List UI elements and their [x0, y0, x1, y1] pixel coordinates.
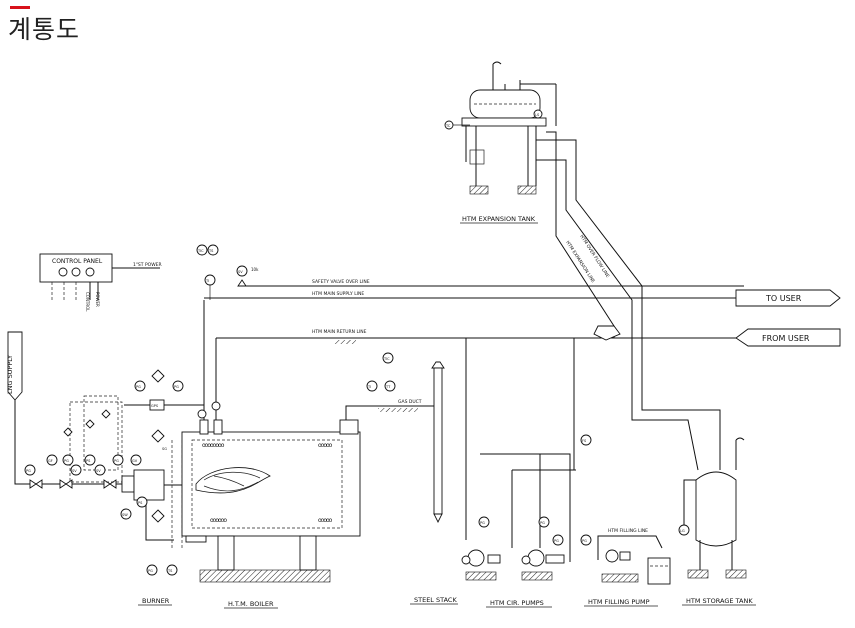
boiler-piping: GPS PG PG TIC TS TI [124, 244, 221, 420]
expansion-tank-label: HTM EXPANSION TANK [462, 215, 536, 223]
ts-label-top: TS [208, 249, 214, 253]
burner-label: BURNER [142, 597, 170, 605]
power-label: POWER [95, 292, 100, 307]
svg-text:ooooo: ooooo [318, 517, 333, 524]
circulation-pumps: PG PG PG PG FS HTM CIR. PUMPS [461, 338, 592, 608]
main-return-line-label: HTM MAIN RETURN LINE [312, 329, 367, 335]
pg-label-pump4: PG [582, 539, 587, 543]
pg-label-4: PG [148, 569, 153, 573]
boiler: oooooooo ooooo oooooo ooooo H.T.M. BOILE… [162, 419, 361, 609]
lg-label: LG [680, 529, 685, 533]
ti-label-duct: TI [367, 385, 371, 389]
sv-setting-label: 10k [251, 267, 259, 272]
tt-label: TT [385, 385, 391, 389]
tc-label: TC [445, 124, 451, 128]
ti-label-top: TI [205, 279, 209, 283]
first-power-label: 1"ST POWER [133, 262, 162, 268]
gv-label: GV [132, 459, 138, 463]
sg-label: SG [162, 447, 167, 451]
svg-text:oooooo: oooooo [210, 517, 227, 524]
storage-tank: LG HTM STORAGE TANK [678, 437, 756, 606]
main-lines: SV 10k SAFETY VALVE OVER LINE HTM MAIN S… [204, 265, 744, 470]
ps-label-2: PS [138, 501, 143, 505]
gf-label: GF [48, 459, 53, 463]
sv-label-burner: SV [72, 469, 77, 473]
svg-text:ooooo: ooooo [318, 442, 333, 449]
title-accent-bar [10, 6, 30, 9]
fs-label: FS [582, 439, 587, 443]
pg-label-1: PG [26, 469, 31, 473]
svg-text:oooooooo: oooooooo [202, 442, 225, 449]
stack-and-duct: TI TT TIC GAS DUCT STEEL STACK [345, 352, 458, 605]
gps-label: GPS [151, 404, 159, 408]
burner: PS SW PG TS BURNER [120, 429, 184, 606]
lng-supply: LNG SUPPLY PG GF PG SV PS SV PG GV [6, 331, 142, 489]
pg-label-pump2: PG [540, 521, 545, 525]
to-user-arrow [735, 289, 841, 307]
tic-label: TIC [197, 249, 204, 253]
control-panel-label: CONTROL PANEL [52, 258, 103, 265]
pg-label-pump3: PG [554, 539, 559, 543]
steel-stack-label: STEEL STACK [414, 596, 457, 604]
boiler-tube-rows: oooooooo ooooo oooooo ooooo [202, 442, 334, 524]
lng-supply-label: LNG SUPPLY [6, 355, 14, 394]
ls-gauge [533, 109, 543, 119]
pg-label-2: PG [64, 459, 69, 463]
from-user-arrow [735, 328, 841, 347]
pg-label-6: PG [174, 385, 179, 389]
control-panel: CONTROL PANEL 1"ST POWER CONTROL POWER [39, 253, 162, 312]
over-flow-line-label: HTM OVER FLOW LINE [578, 234, 610, 279]
pg-label-pump1: PG [480, 521, 485, 525]
boiler-label: H.T.M. BOILER [228, 600, 274, 608]
tic-label-duct: TIC [383, 357, 390, 361]
ls-label: LS [535, 113, 540, 117]
page-title: 계통도 [8, 15, 81, 44]
filling-pump-label: HTM FILLING PUMP [588, 598, 650, 606]
safety-valve-line-label: SAFETY VALVE OVER LINE [312, 279, 370, 285]
ts-label-burner: TS [167, 569, 173, 573]
filling-line-label: HTM FILLING LINE [608, 528, 648, 534]
pg-label-5: PG [136, 385, 141, 389]
cir-pumps-label: HTM CIR. PUMPS [490, 599, 544, 607]
expansion-lines: HTM OVER FLOW LINE HTM EXPANSION LINE [536, 131, 721, 471]
sv-label-main: SV [238, 270, 243, 274]
control-label: CONTROL [85, 292, 90, 312]
to-user-label: TO USER [765, 294, 802, 303]
main-supply-line-label: HTM MAIN SUPPLY LINE [312, 291, 364, 297]
gas-duct-label: GAS DUCT [398, 399, 422, 405]
ps-label-1: PS [86, 459, 91, 463]
sv-label-2: SV [96, 469, 101, 473]
filling-pump: HTM FILLING LINE HTM FILLING PUMP [584, 528, 671, 607]
sw-label: SW [122, 513, 128, 517]
expansion-tank: TC LS HTM EXPANSION TANK [444, 61, 557, 224]
storage-tank-label: HTM STORAGE TANK [686, 597, 753, 605]
pg-label-3: PG [114, 459, 119, 463]
user-connections: TO USER FROM USER [735, 289, 841, 347]
from-user-label: FROM USER [762, 334, 810, 343]
